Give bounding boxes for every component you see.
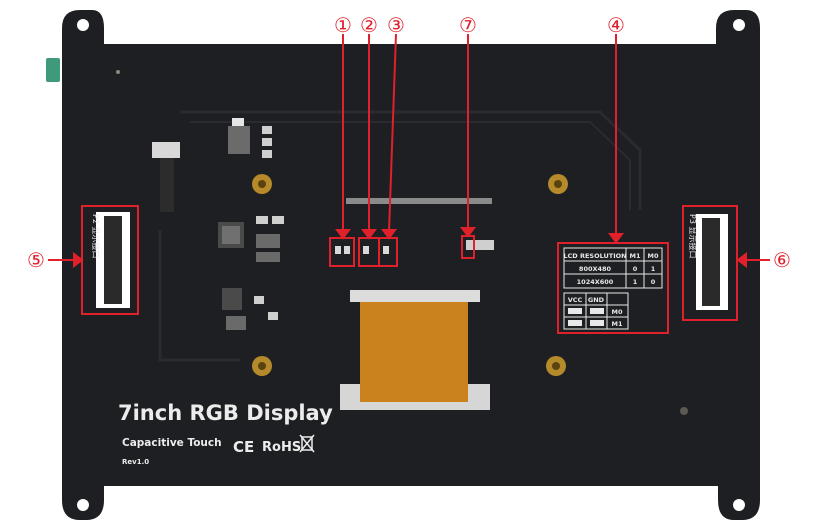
- callout-2: ②: [360, 13, 378, 37]
- callout-3: ③: [387, 13, 405, 37]
- table-row-2-m0: 0: [651, 278, 656, 286]
- pin-row-m0: M0: [612, 308, 623, 316]
- table-row-2-m1: 1: [633, 278, 638, 286]
- pin-row-m1: M1: [612, 320, 623, 328]
- table-header-m1: M1: [630, 252, 641, 260]
- table-header-m0: M0: [648, 252, 659, 260]
- callout-7: ⑦: [459, 13, 477, 37]
- connector-p3: [682, 205, 738, 321]
- table-row-1-m1: 0: [633, 265, 638, 273]
- fpc-ribbon: [340, 290, 490, 410]
- rohs-mark: RoHS: [262, 440, 301, 455]
- crossed-bin-icon: [299, 434, 315, 453]
- ce-mark: CE: [233, 438, 254, 456]
- connector-p2: [81, 205, 139, 315]
- callout-6: ⑥: [773, 248, 791, 272]
- components-top: [152, 118, 494, 330]
- small-pad: [116, 70, 120, 74]
- table-row-1-m0: 1: [651, 265, 656, 273]
- mount-hole-top-right: [733, 19, 745, 31]
- table-header-resolution: LCD RESOLUTION: [563, 252, 626, 260]
- connector-right-label: P3 显示接口: [688, 214, 698, 258]
- mount-hole-top-left: [77, 19, 89, 31]
- board-revision: Rev1.0: [122, 458, 149, 466]
- small-led: [680, 407, 688, 415]
- callout-1: ①: [334, 13, 352, 37]
- board-title: 7inch RGB Display: [118, 401, 333, 425]
- board-subtitle: Capacitive Touch: [122, 437, 222, 449]
- mount-hole-bottom-left: [77, 499, 89, 511]
- callout-4: ④: [607, 13, 625, 37]
- table-row-2-resolution: 1024X600: [577, 278, 614, 286]
- pin-header-gnd: GND: [588, 296, 605, 304]
- connector-left-label: P2 显示接口: [91, 214, 101, 258]
- pin-header-vcc: VCC: [568, 296, 583, 304]
- protective-tab: [46, 58, 60, 82]
- mount-hole-bottom-right: [733, 499, 745, 511]
- resolution-table: LCD RESOLUTION M1 M0 800X480 0 1 1024X60…: [557, 242, 669, 334]
- callout-5: ⑤: [27, 248, 45, 272]
- table-row-1-resolution: 800X480: [579, 265, 612, 273]
